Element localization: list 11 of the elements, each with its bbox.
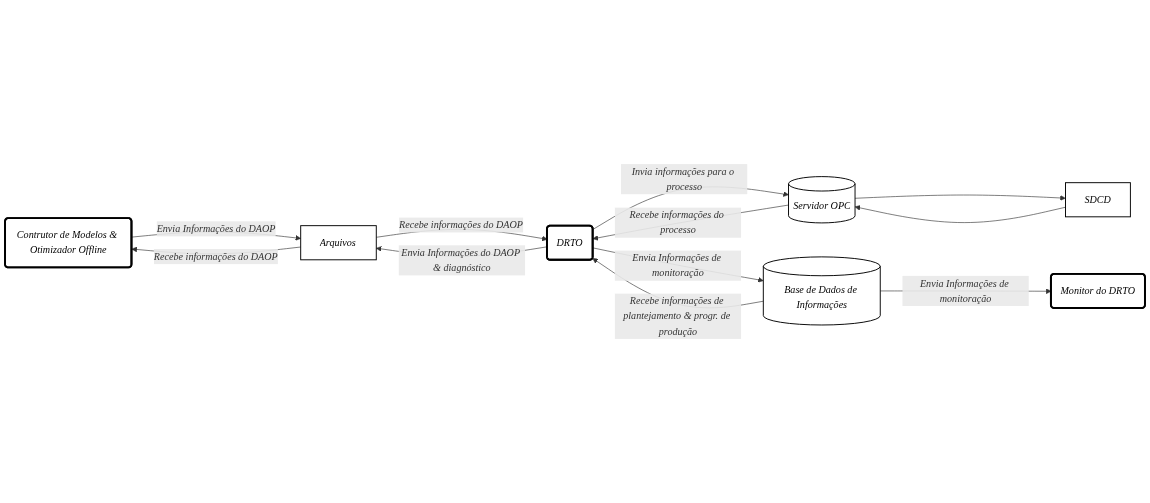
edge-label: Recebe informações de plantejamento & progr. de produção — [623, 295, 731, 337]
edge-label: Envia Informações de monitoração — [919, 277, 1009, 304]
node-box: SDCD — [1065, 182, 1131, 218]
edge-label: Recebe informações do DAOP — [153, 250, 278, 262]
edge-label: Envia Informações do DAOP & diagnóstico — [401, 247, 520, 274]
edge-label: Recebe informações do DAOP — [399, 219, 523, 231]
edge-label: Recebe informações do processo — [629, 209, 724, 236]
edge-label: Envia Informações do DAOP — [156, 223, 276, 234]
edge-label: Invia informações para o processo — [631, 165, 735, 192]
edge-label: Envia Informações de monitoração — [632, 252, 721, 279]
node-box: Arquivos — [300, 225, 377, 261]
